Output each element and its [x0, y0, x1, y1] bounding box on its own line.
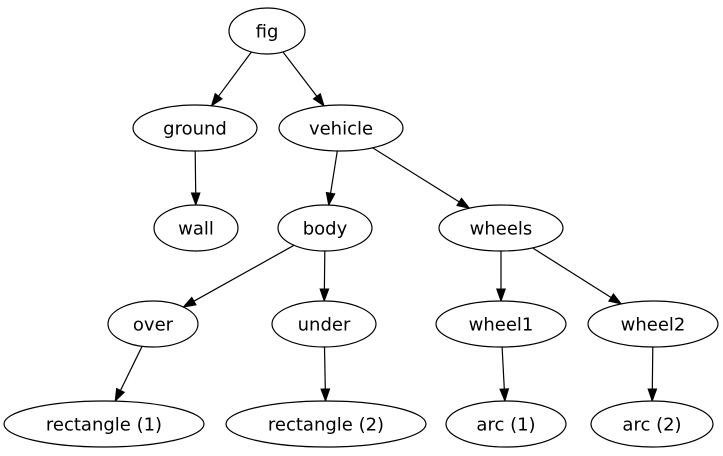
node-wheels: wheels	[438, 204, 564, 252]
edge-fig-vehicle	[282, 51, 318, 97]
edge-wheels-wheel2	[532, 247, 612, 299]
arrowhead-under-rectangle-2	[320, 388, 331, 403]
edge-ground-wall	[194, 150, 197, 194]
arrowhead-body-under	[319, 288, 330, 303]
node-under: under	[271, 300, 377, 348]
arrowhead-fig-ground	[210, 92, 223, 107]
node-body: body	[277, 204, 373, 252]
arrowhead-wheels-wheel1	[495, 288, 507, 303]
arrowhead-wheel2-arc-2	[647, 388, 658, 403]
node-label-under: under	[298, 315, 351, 336]
arrowhead-ground-wall	[190, 192, 201, 207]
node-ellipse-wheels	[438, 204, 564, 252]
node-label-fig: fig	[256, 22, 279, 43]
edge-under-rectangle-2	[323, 346, 326, 390]
edge-vehicle-body	[330, 150, 338, 194]
edge-vehicle-wheels	[372, 147, 460, 203]
edge-wheel1-arc-1	[501, 346, 505, 390]
node-label-wheel2: wheel2	[621, 315, 686, 336]
node-ellipse-vehicle	[278, 104, 404, 152]
edge-body-over	[193, 244, 295, 302]
node-label-rectangle-1: rectangle (1)	[46, 415, 162, 436]
arrowhead-wheels-wheel2	[607, 293, 623, 305]
arrowhead-vehicle-wheels	[456, 197, 471, 209]
node-label-wall: wall	[178, 219, 214, 240]
node-label-arc-2: arc (2)	[622, 415, 681, 436]
node-wheel1: wheel1	[435, 300, 567, 348]
node-label-ground: ground	[163, 119, 227, 140]
node-label-rectangle-2: rectangle (2)	[268, 415, 384, 436]
node-arc-2: arc (2)	[590, 400, 714, 448]
node-vehicle: vehicle	[278, 104, 404, 152]
node-wall: wall	[153, 204, 239, 252]
node-rectangle-1: rectangle (1)	[3, 400, 205, 448]
arrowhead-body-over	[182, 296, 197, 308]
node-label-wheel1: wheel1	[469, 315, 534, 336]
node-fig: fig	[228, 7, 306, 55]
node-label-wheels: wheels	[470, 219, 533, 240]
arrowhead-wheel1-arc-1	[499, 388, 510, 403]
arrowhead-fig-vehicle	[312, 92, 325, 108]
node-ellipse-fig	[228, 7, 306, 55]
edge-over-rectangle-1	[119, 346, 143, 391]
node-ellipse-wheel1	[435, 300, 567, 348]
node-ellipse-wall	[153, 204, 239, 252]
node-ellipse-wheel2	[587, 300, 719, 348]
node-rectangle-2: rectangle (2)	[225, 400, 427, 448]
arrowhead-vehicle-body	[325, 191, 336, 207]
arrowhead-over-rectangle-1	[114, 387, 126, 403]
node-label-body: body	[303, 219, 348, 240]
node-ellipse-over	[107, 300, 199, 348]
node-ellipse-arc-1	[445, 400, 567, 448]
edge-wheel2-arc-2	[651, 346, 654, 390]
node-ellipse-rectangle-1	[3, 400, 205, 448]
edge-fig-ground	[218, 51, 252, 97]
node-ellipse-ground	[132, 104, 258, 152]
node-label-over: over	[133, 315, 174, 336]
node-ground: ground	[132, 104, 258, 152]
node-wheel2: wheel2	[587, 300, 719, 348]
node-ellipse-arc-2	[590, 400, 714, 448]
node-label-vehicle: vehicle	[309, 119, 373, 140]
node-label-arc-1: arc (1)	[476, 415, 535, 436]
node-ellipse-body	[277, 204, 373, 252]
node-arc-1: arc (1)	[445, 400, 567, 448]
node-ellipse-rectangle-2	[225, 400, 427, 448]
node-ellipse-under	[271, 300, 377, 348]
node-over: over	[107, 300, 199, 348]
